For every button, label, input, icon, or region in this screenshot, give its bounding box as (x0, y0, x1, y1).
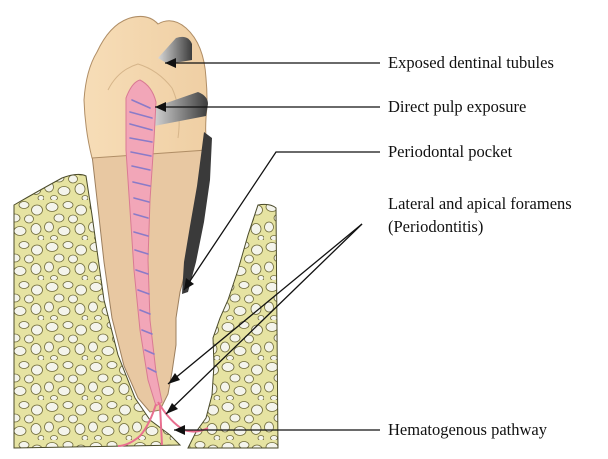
labels: Exposed dentinal tubules Direct pulp exp… (388, 53, 572, 439)
label-periodontitis: (Periodontitis) (388, 217, 483, 236)
label-hematogenous-pathway: Hematogenous pathway (388, 420, 548, 439)
alveolar-bone-right (188, 204, 278, 448)
label-periodontal-pocket: Periodontal pocket (388, 142, 513, 161)
leader-periodontal-pocket (184, 152, 380, 290)
label-lateral-apical-foramens: Lateral and apical foramens (388, 194, 572, 213)
label-exposed-dentinal-tubules: Exposed dentinal tubules (388, 53, 554, 72)
label-direct-pulp-exposure: Direct pulp exposure (388, 97, 526, 116)
